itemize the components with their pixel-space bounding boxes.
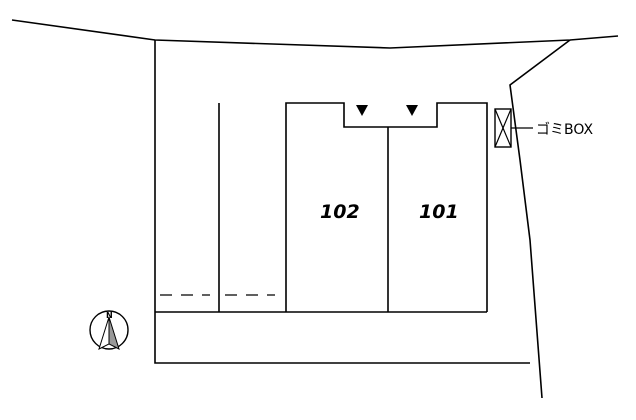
north-arrow-icon: N: [89, 310, 129, 350]
building-outline: [285, 102, 488, 312]
garbage-box-icon: [494, 108, 512, 148]
right-road-edge-line: [509, 39, 571, 399]
entrance-triangle-icon: [356, 105, 368, 116]
entrance-triangle-icon: [406, 105, 418, 116]
lot-boundary: [154, 40, 530, 364]
road-edge-line: [11, 19, 619, 49]
garbage-box-label: ゴミBOX: [536, 121, 593, 138]
north-label: N: [106, 311, 113, 320]
unit-label-101: 101: [419, 201, 459, 223]
unit-label-102: 102: [320, 201, 360, 223]
